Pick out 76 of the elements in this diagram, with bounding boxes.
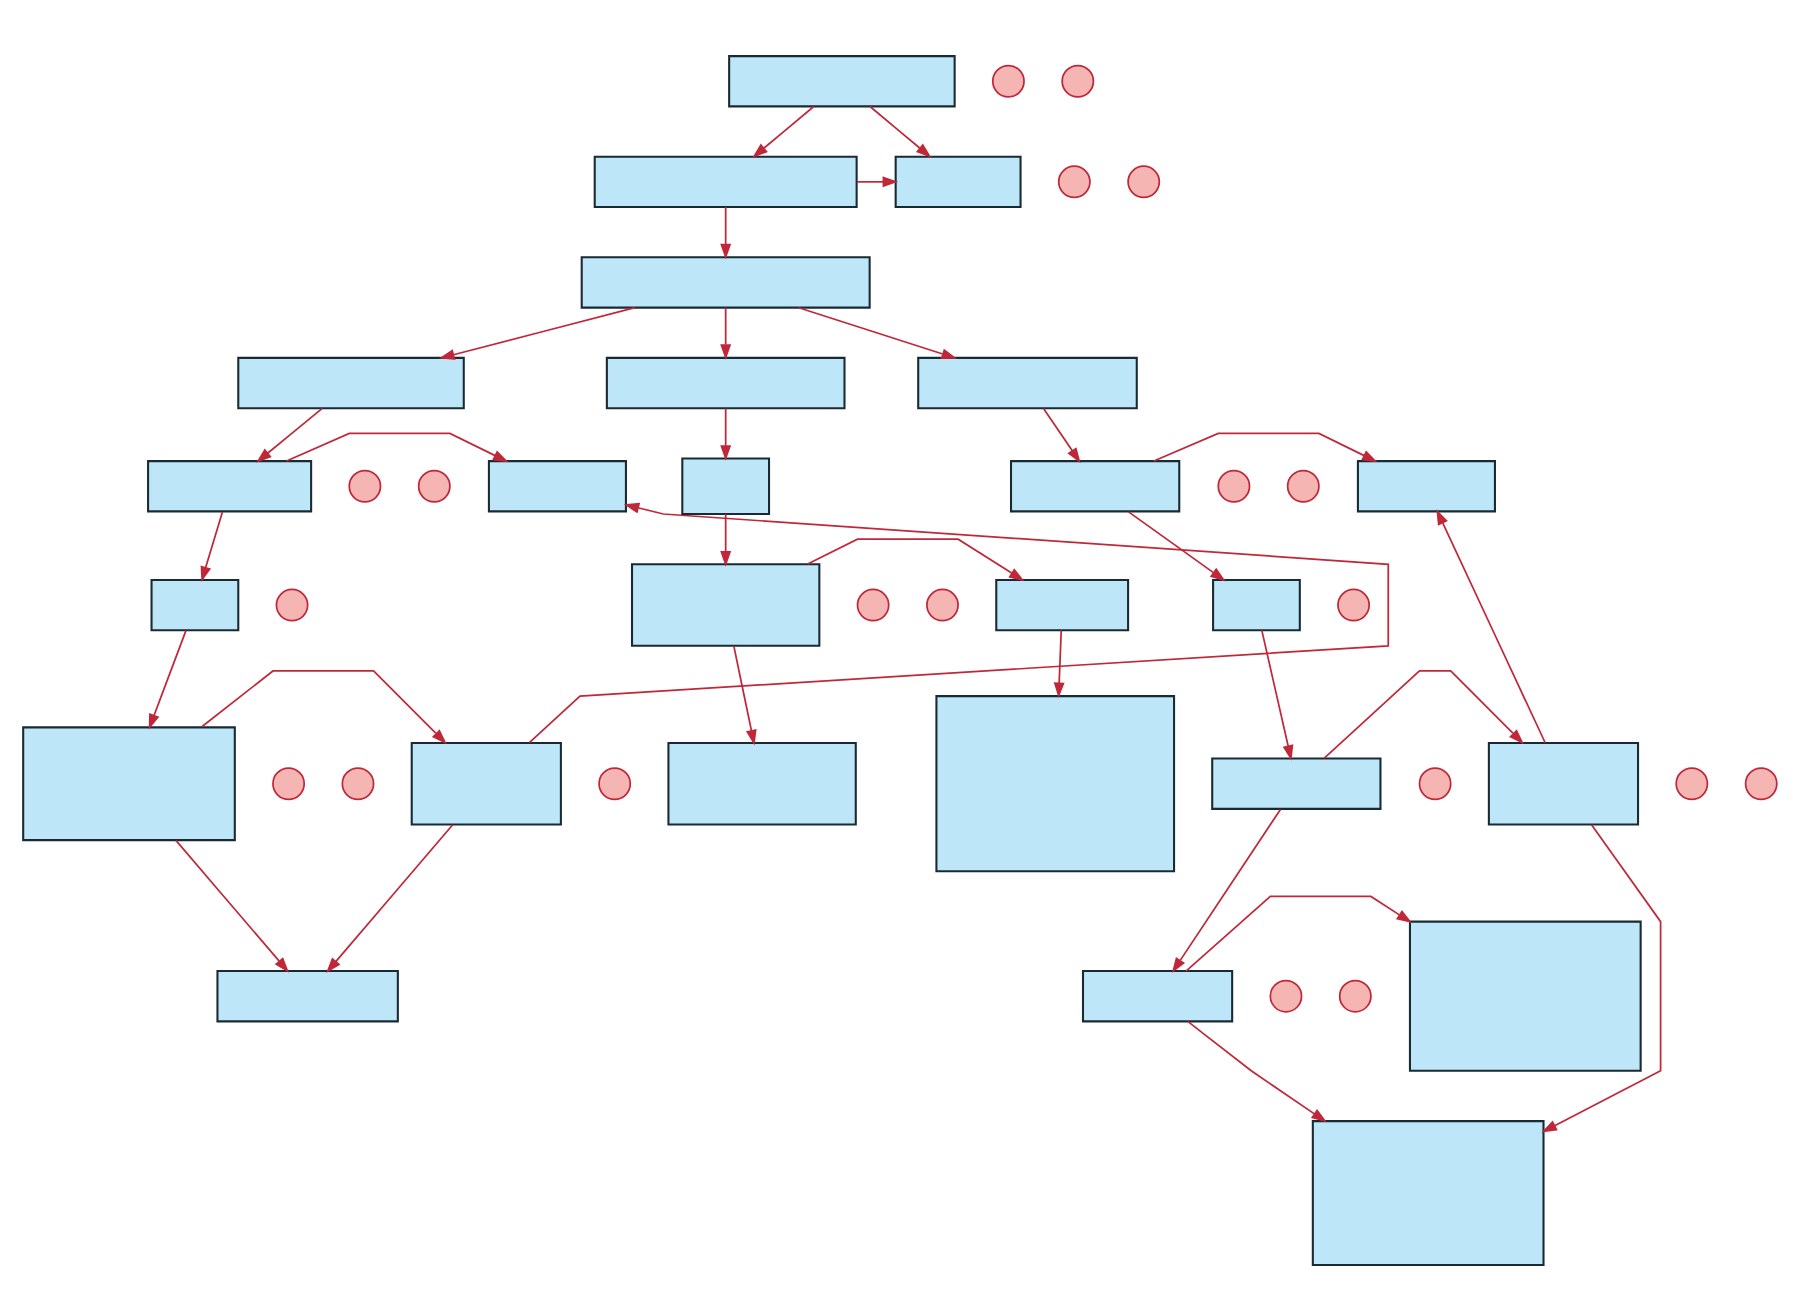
node-box — [237, 356, 465, 410]
node-box — [1212, 578, 1301, 632]
arrow — [720, 513, 732, 567]
arrow — [1171, 808, 1282, 973]
node-circle — [1338, 979, 1372, 1013]
node-box — [1356, 460, 1496, 513]
arrow — [528, 502, 1390, 744]
node-box — [728, 55, 956, 108]
arrow — [1185, 895, 1413, 972]
node-box — [150, 578, 240, 632]
node-circle — [991, 64, 1025, 98]
arrow — [1127, 511, 1226, 582]
arrow — [733, 645, 757, 746]
node-box — [22, 726, 236, 842]
arrow — [797, 306, 958, 360]
node-box — [147, 460, 313, 513]
arrow — [148, 629, 187, 730]
arrow — [1152, 432, 1378, 463]
arrow — [856, 176, 899, 188]
arrow — [720, 306, 732, 360]
node-circle — [1744, 767, 1778, 801]
node-box — [1081, 970, 1234, 1023]
arrow — [1042, 407, 1081, 464]
node-box — [681, 457, 771, 516]
arrow — [1323, 670, 1524, 759]
node-circle — [1127, 165, 1161, 199]
arrow — [869, 105, 932, 158]
node-circle — [275, 588, 309, 622]
node-box — [487, 460, 627, 513]
arrow — [326, 823, 454, 973]
node-circle — [1418, 767, 1452, 801]
node-box — [995, 578, 1130, 632]
node-box — [216, 970, 399, 1023]
node-box — [935, 695, 1176, 873]
arrow — [439, 306, 636, 360]
arrow — [806, 538, 1025, 582]
node-circle — [417, 469, 451, 503]
node-box — [593, 155, 858, 209]
arrow — [1436, 509, 1547, 744]
arrow — [752, 105, 815, 158]
node-box — [917, 356, 1138, 410]
node-circle — [1286, 469, 1320, 503]
node-circle — [1337, 588, 1371, 622]
node-circle — [1675, 767, 1709, 801]
node-box — [1487, 741, 1640, 826]
arrow — [200, 511, 224, 582]
arrow — [285, 432, 509, 463]
node-circle — [1217, 469, 1251, 503]
node-box — [1009, 460, 1181, 513]
arrow — [720, 206, 732, 260]
node-circle — [348, 469, 382, 503]
node-box — [667, 741, 857, 826]
node-circle — [598, 767, 632, 801]
arrow — [1541, 824, 1662, 1133]
node-box — [894, 155, 1022, 209]
arrow — [1053, 629, 1065, 699]
node-circle — [1269, 979, 1303, 1013]
node-box — [580, 256, 871, 309]
arrow — [256, 407, 324, 463]
node-box — [1311, 1120, 1545, 1267]
node-circle — [341, 767, 375, 801]
arrow — [200, 670, 447, 745]
node-circle — [1061, 64, 1095, 98]
node-box — [605, 356, 846, 410]
node-circle — [1057, 165, 1091, 199]
arrow — [720, 407, 732, 461]
node-box — [1408, 920, 1642, 1072]
node-box — [410, 741, 562, 826]
node-circle — [856, 588, 890, 622]
arrow — [1186, 1020, 1327, 1123]
node-circle — [272, 767, 306, 801]
node-box — [1211, 757, 1382, 810]
arrow — [1260, 629, 1294, 761]
node-circle — [926, 588, 959, 622]
node-box — [630, 563, 821, 647]
arrow — [175, 839, 289, 973]
